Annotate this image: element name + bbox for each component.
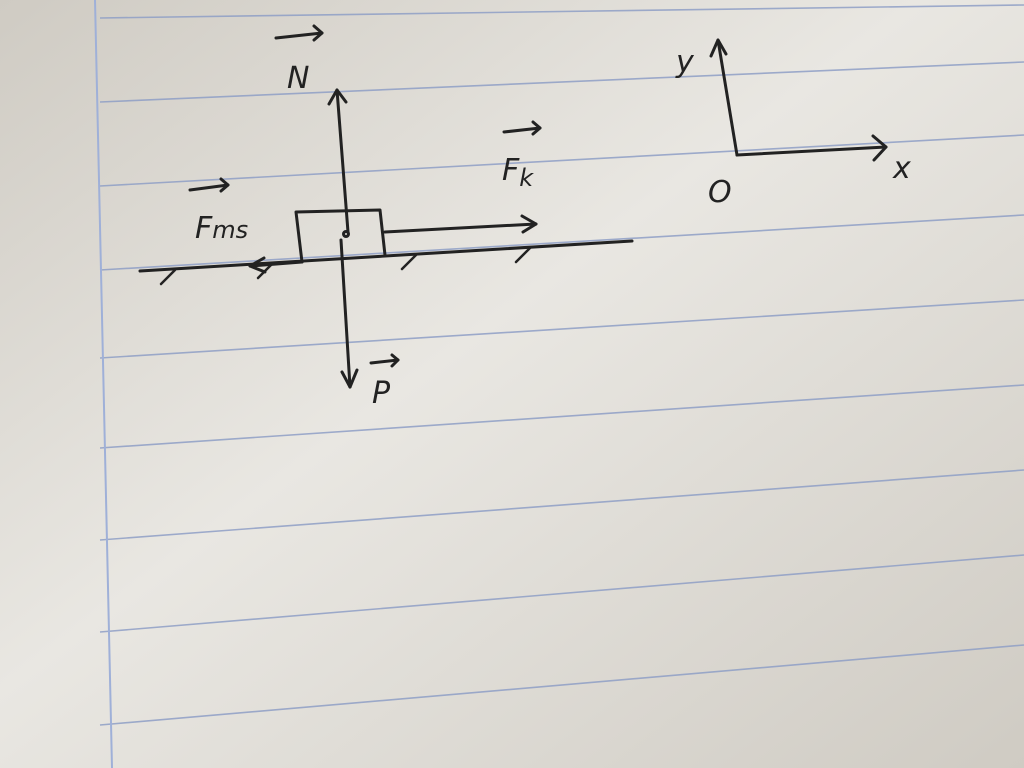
block-center-dot xyxy=(342,230,350,238)
applied-force-subscript: k xyxy=(519,164,534,192)
y-axis xyxy=(716,38,739,157)
friction-subscript: ms xyxy=(212,216,248,244)
ruled-line xyxy=(99,299,1024,359)
labels: N P Fk Fms y x O xyxy=(195,45,911,411)
ruled-lines xyxy=(99,4,1024,726)
x-axis xyxy=(735,145,888,157)
friction-arrow xyxy=(248,256,304,274)
weight-label: P xyxy=(372,376,391,411)
applied-force-arrow xyxy=(383,214,538,234)
vector-marks xyxy=(188,24,542,368)
normal-force-label: N xyxy=(287,61,309,96)
ruled-line xyxy=(99,554,1024,633)
friction-label: Fms xyxy=(195,211,248,246)
applied-force-symbol: F xyxy=(502,153,520,188)
ruled-line xyxy=(99,134,1024,187)
normal-force-arrow xyxy=(327,88,350,234)
friction-symbol: F xyxy=(195,211,213,246)
weight-arrow xyxy=(339,238,359,389)
coordinate-axes xyxy=(709,38,888,162)
ruled-line xyxy=(99,644,1024,726)
ruled-line xyxy=(99,214,1024,271)
ruled-line xyxy=(99,61,1024,103)
force-diagram xyxy=(138,24,888,389)
ruled-line xyxy=(99,384,1024,449)
y-axis-arrowhead xyxy=(709,38,728,58)
margin-line xyxy=(94,0,113,768)
origin-label: O xyxy=(708,175,732,210)
hatch-mark xyxy=(159,268,177,286)
ruled-line xyxy=(99,469,1024,541)
ruled-line xyxy=(99,4,1024,19)
x-axis-label: x xyxy=(892,151,911,186)
hatch-mark xyxy=(514,246,532,264)
x-axis-arrowhead xyxy=(871,134,888,162)
hatch-mark xyxy=(400,253,418,271)
y-axis-label: y xyxy=(675,45,695,80)
applied-force-label: Fk xyxy=(502,153,534,192)
block xyxy=(294,208,387,264)
